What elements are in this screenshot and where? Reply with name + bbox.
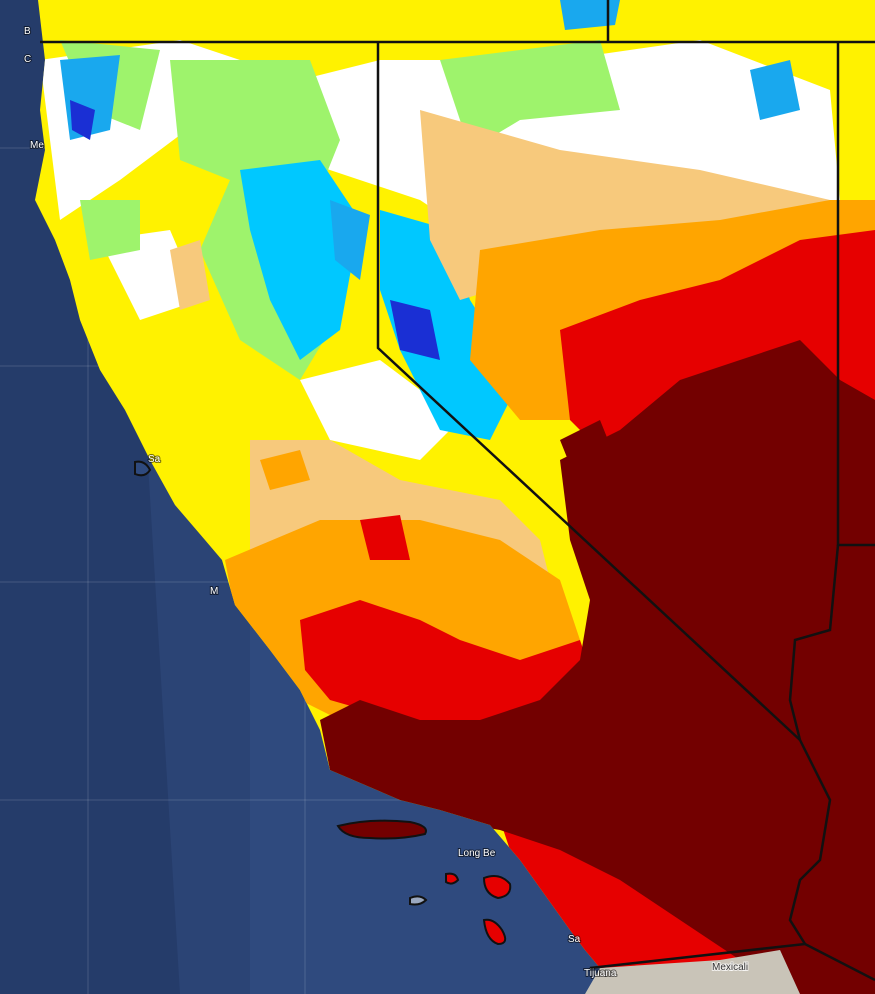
border-california-nevada bbox=[376, 42, 801, 741]
island bbox=[445, 872, 460, 885]
label-san-diego: Sa bbox=[568, 934, 581, 945]
dry-tan-zone bbox=[170, 240, 210, 310]
island bbox=[482, 918, 507, 946]
extreme-dry-zone bbox=[560, 420, 620, 490]
island bbox=[482, 875, 512, 900]
border-california-arizona bbox=[788, 739, 832, 945]
wet-zone bbox=[560, 0, 620, 30]
label-fragment-c: C bbox=[24, 54, 31, 65]
label-fragment-m: M bbox=[210, 586, 218, 597]
label-fragment-me: Me bbox=[30, 140, 44, 151]
wet-zone bbox=[380, 210, 520, 440]
wet-zone bbox=[750, 60, 800, 120]
label-mexicali: Mexicali bbox=[712, 962, 748, 973]
label-tijuana: Tijuana bbox=[584, 968, 617, 979]
moist-zone bbox=[440, 40, 620, 150]
channel-islands bbox=[134, 460, 512, 946]
very-wet-zone bbox=[390, 300, 440, 360]
moist-zone bbox=[80, 200, 140, 260]
label-fragment-sa: Sa bbox=[148, 454, 161, 465]
mexico-land bbox=[585, 950, 800, 994]
very-wet-zone bbox=[70, 100, 95, 140]
label-long-beach: Long Be bbox=[458, 848, 496, 859]
island bbox=[409, 895, 428, 906]
dry-orange-zone bbox=[260, 450, 310, 490]
wet-zone bbox=[330, 200, 370, 280]
label-fragment-b: B bbox=[24, 26, 31, 37]
island bbox=[134, 460, 152, 477]
border-us-mexico bbox=[589, 942, 875, 982]
near-normal-zone bbox=[300, 360, 460, 460]
state-boundaries bbox=[40, 0, 875, 982]
border-nevada-arizona bbox=[788, 544, 840, 741]
extreme-dry-zone bbox=[320, 340, 875, 994]
very-dry-zone bbox=[360, 515, 410, 560]
island bbox=[336, 819, 427, 840]
wet-zone bbox=[240, 160, 360, 360]
